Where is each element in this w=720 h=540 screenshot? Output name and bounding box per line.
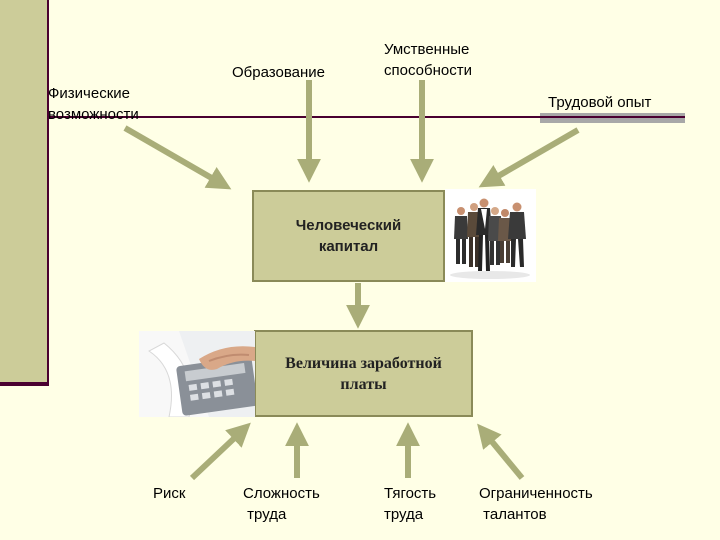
business-people-image [445,189,536,282]
divider-accent-line [540,116,685,118]
wage-size-label: Величина заработной платы [285,354,442,393]
label-physical-abilities: Физические возможности [48,85,139,123]
human-capital-box: Человеческий капитал [252,190,445,282]
label-work-experience: Трудовой опыт [548,94,652,111]
label-labor-complexity: Сложность труда [243,485,320,523]
header-divider-line [47,116,540,118]
sidebar-underline [0,382,49,386]
calculator-image [139,331,255,417]
arrow-physical [123,125,232,190]
arrow-risk [189,422,251,481]
label-mental-abilities: Умственные способности [384,41,472,79]
arrow-experience [478,127,580,188]
arrow-talents [477,423,525,480]
sidebar-decoration [0,0,49,384]
human-capital-label: Человеческий капитал [295,217,402,255]
label-risk: Риск [153,485,186,502]
wage-size-box: Величина заработной платы [254,330,473,417]
label-education: Образование [232,64,325,81]
label-limited-talents: Ограниченность талантов [479,485,593,523]
divider-accent-bar [540,113,685,123]
label-labor-hardness: Тягость труда [384,485,437,523]
